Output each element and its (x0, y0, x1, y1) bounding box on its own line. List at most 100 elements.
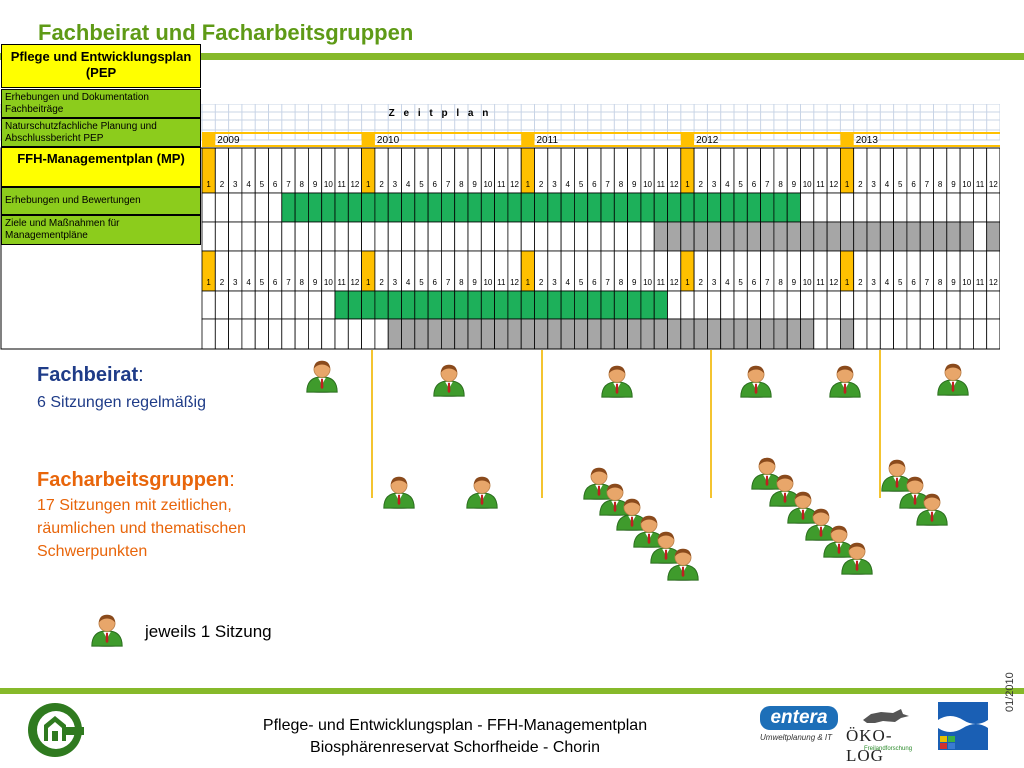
gantt-cell (241, 290, 256, 320)
gantt-cell (893, 290, 908, 320)
gantt-cell (919, 290, 934, 320)
gantt-bar-cell (467, 290, 482, 320)
gantt-cell (826, 318, 841, 350)
gantt-bar-cell (613, 318, 628, 350)
gantt-cell (228, 318, 243, 350)
gantt-cell (214, 318, 230, 350)
gantt-bar-cell (813, 221, 828, 252)
person-icon (878, 455, 916, 493)
gantt-bar-cell (946, 221, 961, 252)
month-number: 1 (366, 278, 371, 287)
gantt-bar-cell (667, 221, 682, 252)
gantt-bar-cell (640, 192, 655, 223)
gantt-bar-cell (321, 192, 336, 223)
gantt-bar-cell (440, 192, 456, 223)
gantt-cell (268, 221, 283, 252)
month-number: 3 (233, 180, 238, 189)
year-line-2010 (371, 350, 373, 498)
gantt-bar-cell (427, 318, 442, 350)
month-number: 1 (685, 278, 690, 287)
month-number: 4 (246, 278, 251, 287)
gantt-cell (933, 318, 948, 350)
gantt-bar-cell (560, 290, 575, 320)
footer-date: 01/2010 (1004, 672, 1016, 712)
gantt-cell (906, 192, 921, 223)
month-number: 1 (206, 180, 211, 189)
person-icon (820, 521, 858, 559)
gantt-bar-cell (494, 290, 509, 320)
gantt-bar-cell (627, 290, 642, 320)
gantt-bar-cell (507, 318, 522, 350)
gantt-bar-cell (640, 318, 655, 350)
gantt-bar-cell (667, 318, 682, 350)
month-number: 7 (765, 278, 770, 287)
gantt-bar-cell (480, 318, 495, 350)
gantt-cell (826, 192, 841, 223)
month-number: 9 (792, 278, 797, 287)
month-number: 12 (510, 180, 519, 189)
person-icon (934, 359, 972, 397)
gantt-bar-cell (507, 290, 522, 320)
gantt-bar-cell (414, 290, 429, 320)
gantt-bar-cell (693, 192, 708, 223)
month-number: 10 (643, 278, 652, 287)
gantt-cell (268, 192, 283, 223)
gantt-cell (919, 318, 934, 350)
person-icon (737, 361, 775, 399)
gantt-cell (281, 318, 296, 350)
month-number: 4 (246, 180, 251, 189)
section-label-pep: Pflege und Entwicklungsplan (PEP (1, 44, 201, 88)
month-number: 7 (925, 278, 930, 287)
gantt-cell (800, 290, 815, 320)
month-number: 3 (233, 278, 238, 287)
gantt-cell (973, 221, 988, 252)
year-marker (680, 133, 695, 146)
footer-line-1: Pflege- und Entwicklungsplan - FFH-Manag… (262, 717, 648, 734)
gantt-cell (946, 192, 961, 223)
gantt-cell (813, 318, 828, 350)
gantt-bar-cell (879, 221, 894, 252)
person-icon (596, 479, 634, 517)
month-number: 10 (324, 180, 333, 189)
gantt-bar-cell (760, 318, 775, 350)
fox-icon (863, 709, 909, 723)
month-number: 2 (858, 278, 863, 287)
row-label-ziele: Ziele und Maßnahmen für Managementpläne (1, 215, 201, 245)
gantt-bar-cell (680, 318, 695, 350)
gantt-bar-cell (454, 192, 469, 223)
oekolog-logo-text: ÖKO-LOG (846, 726, 893, 765)
month-number: 9 (472, 278, 477, 287)
month-number: 9 (313, 278, 318, 287)
gantt-cell (693, 290, 708, 320)
year-label: 2009 (217, 135, 240, 146)
gantt-bar-cell (507, 192, 522, 223)
gantt-cell (454, 221, 469, 252)
gantt-bar-cell (281, 192, 296, 223)
year-marker (202, 133, 216, 146)
month-number: 8 (619, 180, 624, 189)
month-number: 2 (699, 278, 704, 287)
month-number: 4 (885, 278, 890, 287)
month-number: 7 (605, 180, 610, 189)
gantt-cell (707, 290, 722, 320)
month-number: 6 (911, 278, 916, 287)
month-number: 3 (552, 180, 557, 189)
gantt-cell (361, 318, 376, 350)
month-number: 11 (497, 180, 506, 189)
gantt-bar-cell (840, 318, 855, 350)
gantt-cell (773, 290, 788, 320)
month-number: 9 (632, 278, 637, 287)
month-number: 5 (738, 180, 743, 189)
gantt-cell (959, 318, 974, 350)
gantt-bar-cell (427, 290, 442, 320)
person-icon (430, 360, 468, 398)
gantt-bar-cell (773, 318, 788, 350)
gantt-cell (973, 290, 988, 320)
person-icon (303, 356, 341, 394)
gantt-cell (893, 192, 908, 223)
month-number: 12 (670, 278, 679, 287)
gantt-bar-cell (494, 318, 509, 350)
gantt-bar-cell (294, 192, 309, 223)
gantt-cell (440, 221, 456, 252)
month-number: 8 (938, 180, 943, 189)
